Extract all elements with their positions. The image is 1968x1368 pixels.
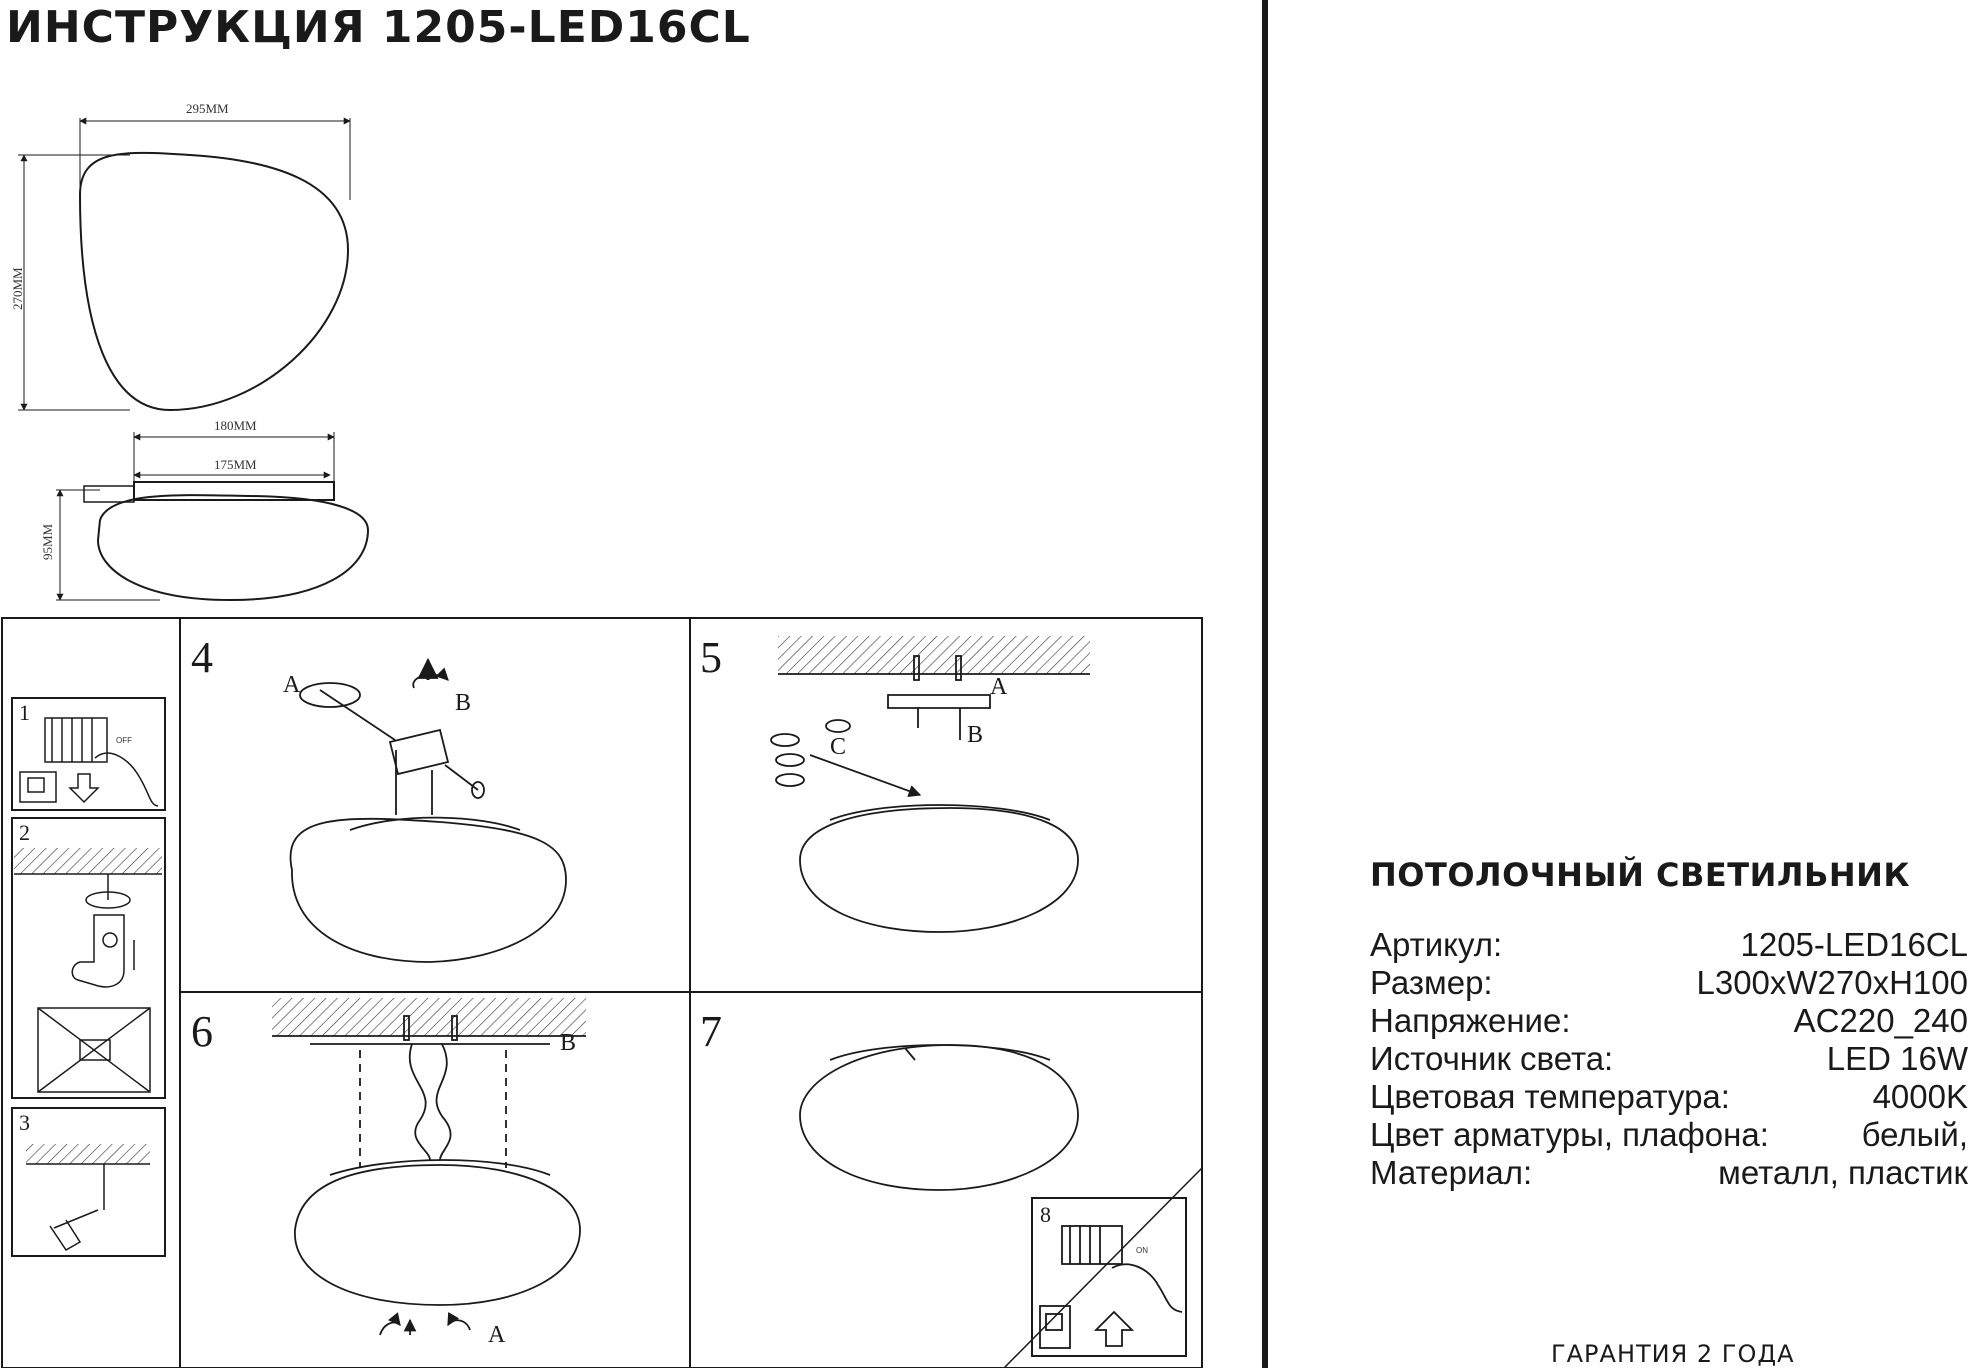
top-view-outline — [78, 151, 350, 412]
spec-key: Материал: — [1370, 1154, 1533, 1191]
side-view-base — [133, 481, 335, 501]
switch-off-label: OFF — [116, 736, 132, 745]
dimension-base-inner: 175MM — [214, 457, 257, 472]
callout-b-step4: B — [455, 690, 472, 716]
callout-b-step5: B — [967, 722, 984, 748]
step-7-number: 7 — [700, 1007, 722, 1056]
spec-key: Источник света: — [1370, 1040, 1614, 1077]
product-heading: ПОТОЛОЧНЫЙ СВЕТИЛЬНИК — [1370, 856, 1911, 894]
spec-key: Цвет арматуры, плафона: — [1370, 1116, 1769, 1153]
spec-row-light-source: Источник света: LED 16W — [1370, 1040, 1968, 1078]
step-3-number: 3 — [19, 1110, 30, 1135]
spec-key: Напряжение: — [1370, 1002, 1571, 1039]
spec-value: L300xW270xH100 — [1696, 964, 1968, 1001]
dimension-base-outer: 180MM — [214, 418, 257, 433]
callout-a-step4: A — [283, 672, 301, 698]
spec-row-color-temperature: Цветовая температура: 4000K — [1370, 1078, 1968, 1116]
spec-row-size: Размер: L300xW270xH100 — [1370, 964, 1968, 1002]
callout-b-step6: B — [560, 1030, 577, 1056]
spec-value: AC220_240 — [1793, 1002, 1968, 1039]
callout-c-step5: C — [830, 734, 847, 760]
step-2-number: 2 — [19, 820, 30, 845]
step-6-number: 6 — [191, 1007, 213, 1056]
spec-value: LED 16W — [1826, 1040, 1968, 1077]
step-8-number: 8 — [1040, 1202, 1051, 1227]
spec-value: 4000K — [1872, 1078, 1968, 1115]
spec-row-voltage: Напряжение: AC220_240 — [1370, 1002, 1968, 1040]
spec-row-material: Материал: металл, пластик — [1370, 1154, 1968, 1192]
dimension-depth: 95MM — [40, 523, 55, 560]
spec-key: Артикул: — [1370, 926, 1503, 963]
spec-value: металл, пластик — [1718, 1154, 1968, 1191]
callout-a-step6: A — [488, 1322, 506, 1348]
spec-row-fixture-color: Цвет арматуры, плафона: белый, — [1370, 1116, 1968, 1154]
switch-on-label: ON — [1136, 1246, 1148, 1255]
step-5-number: 5 — [700, 633, 722, 682]
warranty-text: ГАРАНТИЯ 2 ГОДА — [1551, 1340, 1795, 1368]
step-4-number: 4 — [191, 633, 213, 682]
spec-key: Размер: — [1370, 964, 1493, 1001]
spec-value: белый, — [1861, 1116, 1968, 1153]
dimension-height-side: 270MM — [10, 267, 25, 310]
spec-key: Цветовая температура: — [1370, 1078, 1730, 1115]
spec-value: 1205-LED16CL — [1740, 926, 1968, 963]
dimension-width-top: 295MM — [186, 101, 229, 116]
callout-a-step5: A — [990, 674, 1008, 700]
document-title: ИНСТРУКЦИЯ 1205-LED16CL — [6, 2, 751, 53]
step-1-number: 1 — [19, 700, 30, 725]
side-view-shade — [96, 494, 370, 602]
spec-row-article: Артикул: 1205-LED16CL — [1370, 926, 1968, 964]
page-divider — [1262, 0, 1268, 1368]
